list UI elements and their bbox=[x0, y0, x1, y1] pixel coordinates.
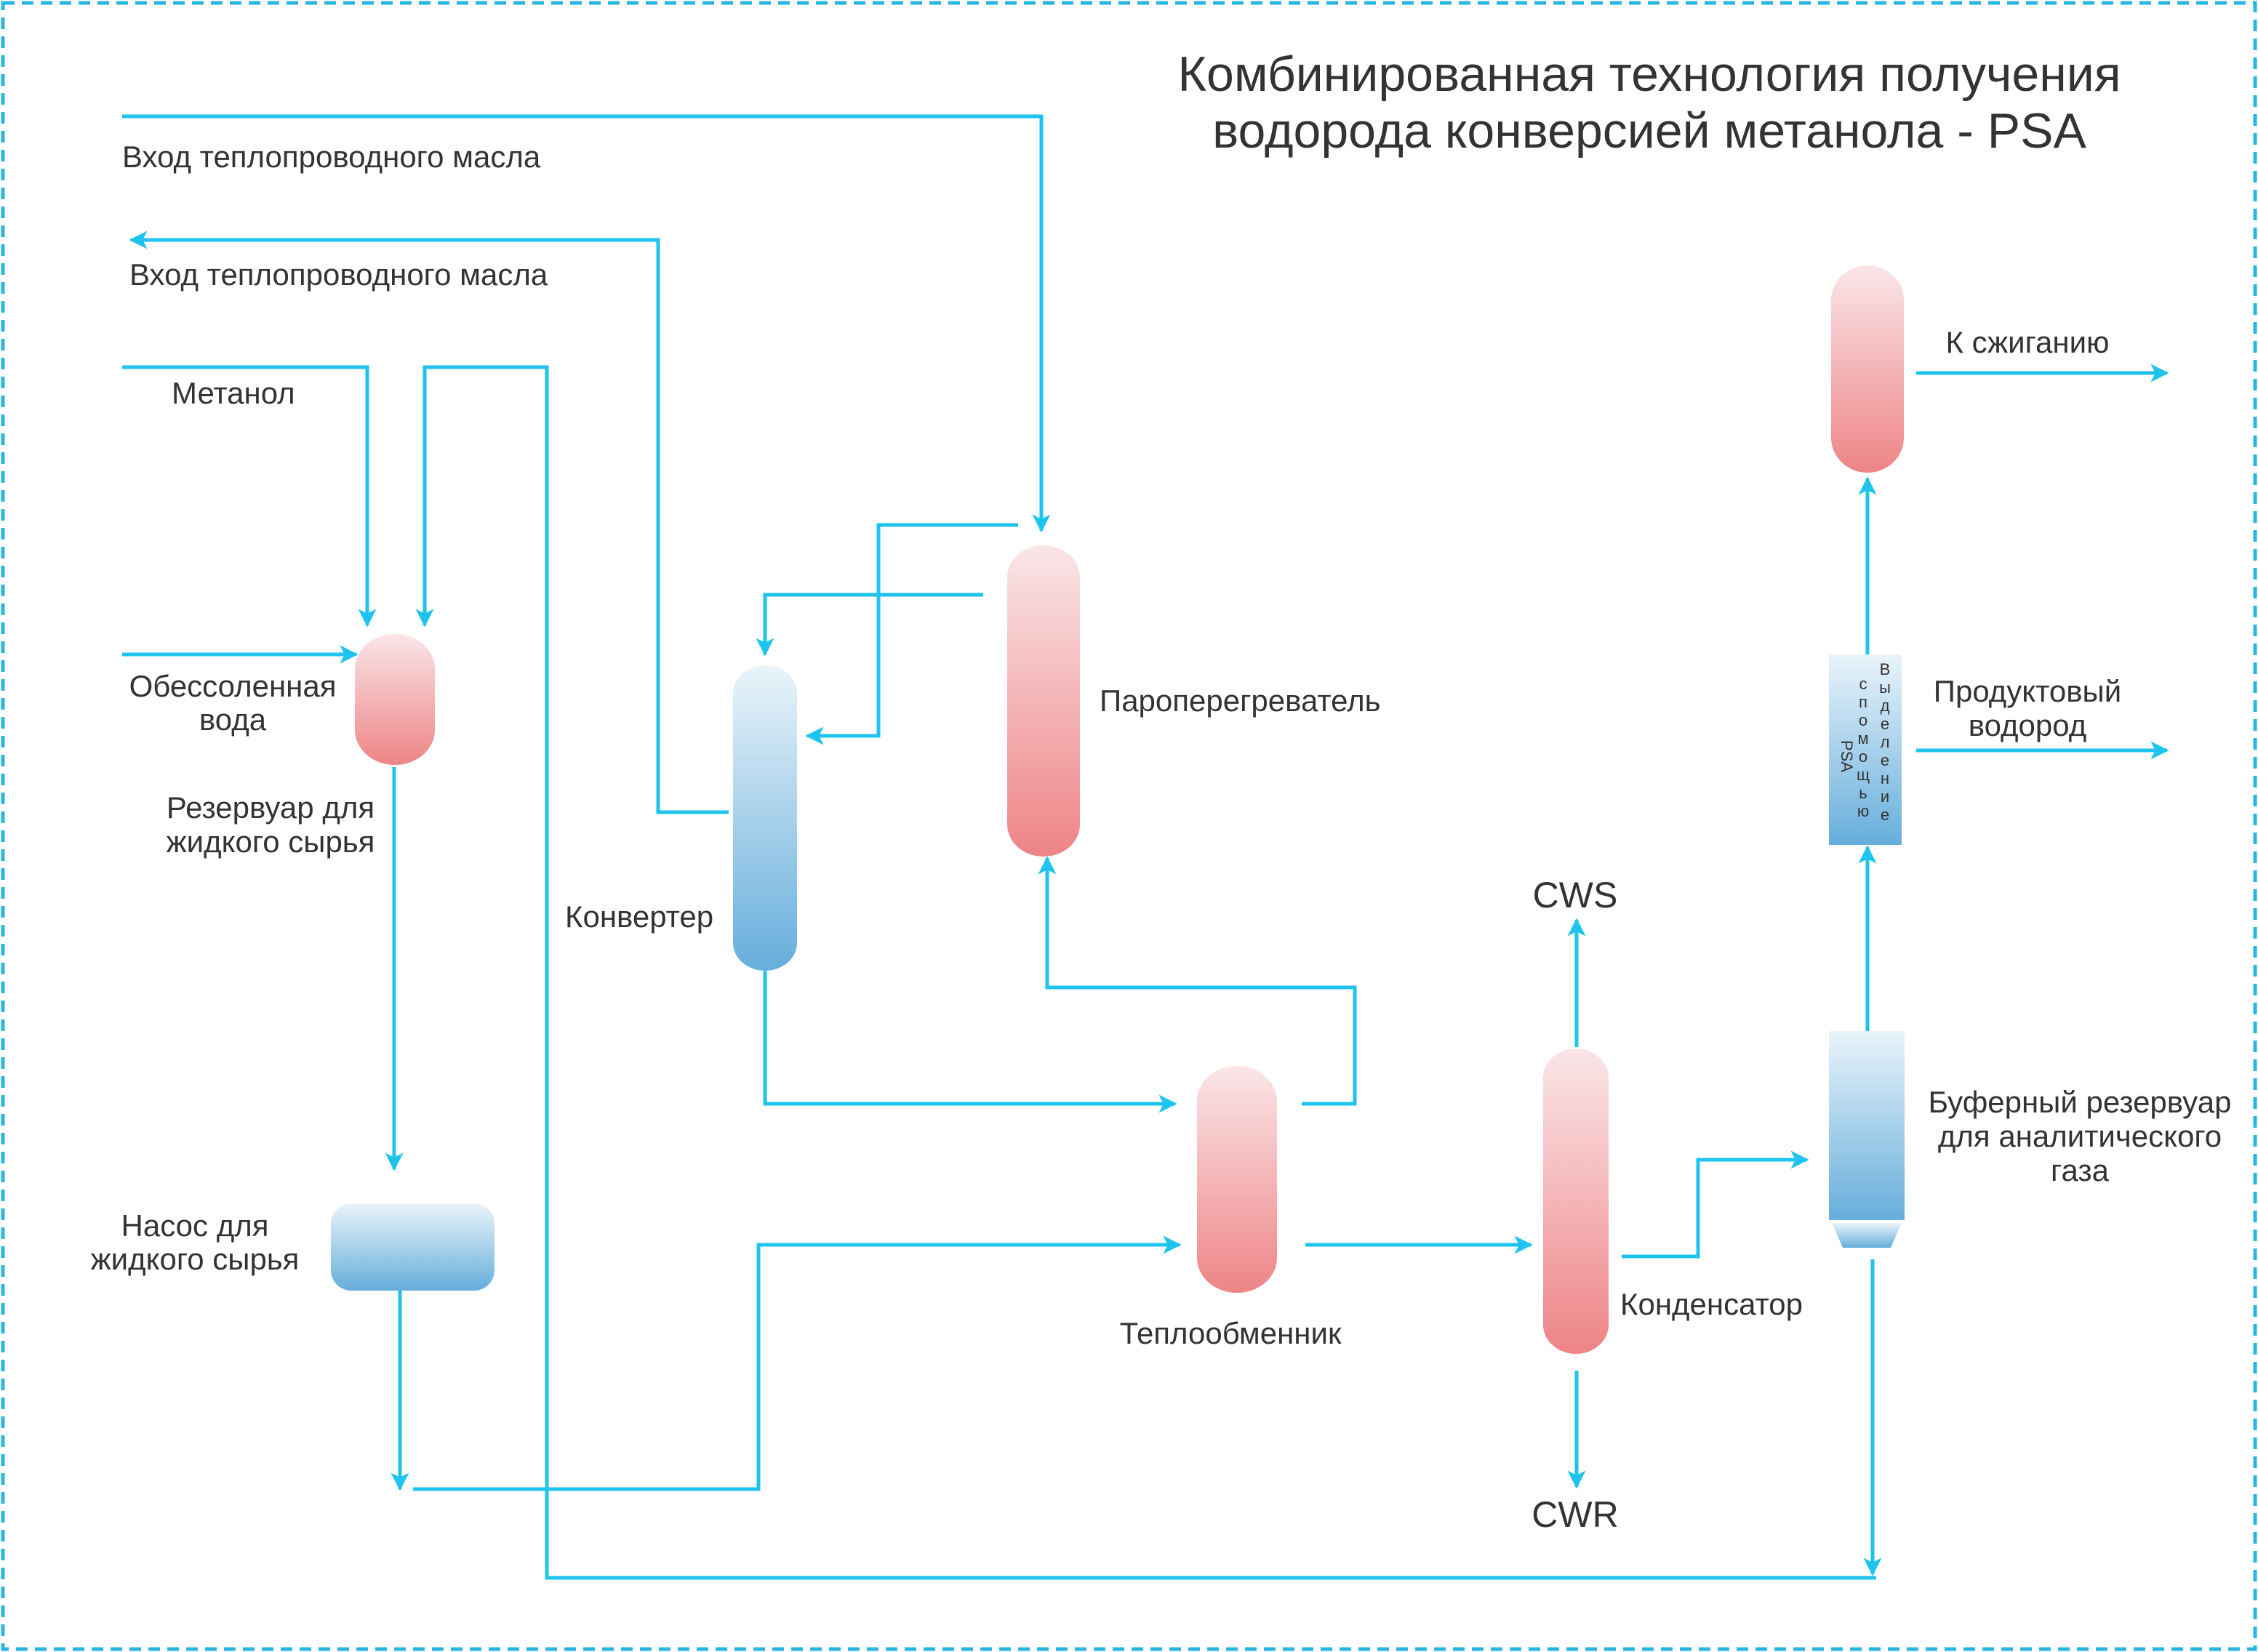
label-product-h2-1: Продуктовый bbox=[1934, 674, 2121, 708]
label-converter: Конвертер bbox=[565, 899, 713, 934]
flow-to-heat-exchanger bbox=[413, 1235, 1182, 1491]
flow-oil-out bbox=[129, 230, 729, 814]
burner-vessel bbox=[1831, 265, 1904, 473]
label-buffer-1: Буферный резервуар bbox=[1929, 1085, 2232, 1119]
label-oil-in-1: Вход теплопроводного масла bbox=[122, 140, 541, 174]
label-to-burn: К сжиганию bbox=[1945, 325, 2109, 359]
label-buffer-3: газа bbox=[2051, 1153, 2110, 1187]
label-demin-water-2: вода bbox=[199, 702, 267, 737]
converter-vessel bbox=[733, 665, 797, 971]
label-demin-water-1: Обессоленная bbox=[129, 669, 337, 703]
label-methanol: Метанол bbox=[172, 376, 295, 410]
superheater-vessel bbox=[1007, 545, 1080, 857]
heat-exchanger-vessel bbox=[1197, 1066, 1277, 1293]
buffer-tank-bottom bbox=[1832, 1223, 1902, 1248]
flow-lines bbox=[122, 114, 2169, 1580]
title-line-1: Комбинированная технология получения bbox=[1177, 47, 2121, 102]
label-heat-exchanger: Теплообменник bbox=[1120, 1316, 1342, 1350]
label-condenser: Конденсатор bbox=[1620, 1287, 1803, 1321]
psa-label-col-3: PSA bbox=[1838, 740, 1856, 772]
feed-tank-vessel bbox=[355, 634, 435, 765]
pump-vessel bbox=[331, 1203, 495, 1291]
flow-methanol bbox=[122, 365, 377, 627]
flow-superheater-to-converter bbox=[756, 593, 983, 657]
flow-condenser-to-buffer bbox=[1622, 1150, 1809, 1259]
label-pump-1: Насос для bbox=[121, 1208, 269, 1243]
buffer-tank-vessel bbox=[1829, 1031, 1905, 1220]
condenser-vessel bbox=[1543, 1048, 1609, 1354]
psa-unit bbox=[1829, 654, 1902, 845]
flow-superheater-loop bbox=[805, 523, 1018, 745]
label-pump-2: жидкого сырья bbox=[91, 1242, 300, 1276]
label-superheater: Пароперегреватель bbox=[1100, 683, 1381, 718]
label-cws: CWS bbox=[1533, 875, 1618, 915]
label-feed-tank-2: жидкого сырья bbox=[167, 825, 375, 859]
label-product-h2-2: водород bbox=[1969, 708, 2086, 742]
flow-hx-to-superheater bbox=[1038, 856, 1357, 1106]
title-line-2: водорода конверсией метанола - PSA bbox=[1212, 103, 2086, 159]
label-oil-in-2: Вход теплопроводного масла bbox=[129, 257, 548, 292]
flow-converter-out bbox=[763, 971, 1177, 1113]
flow-return-to-tank bbox=[415, 365, 1876, 1580]
label-buffer-2: для аналитического bbox=[1938, 1119, 2222, 1153]
flow-oil-in-1 bbox=[122, 114, 1051, 533]
label-feed-tank-1: Резервуар для bbox=[167, 790, 375, 825]
label-cwr: CWR bbox=[1532, 1494, 1618, 1535]
